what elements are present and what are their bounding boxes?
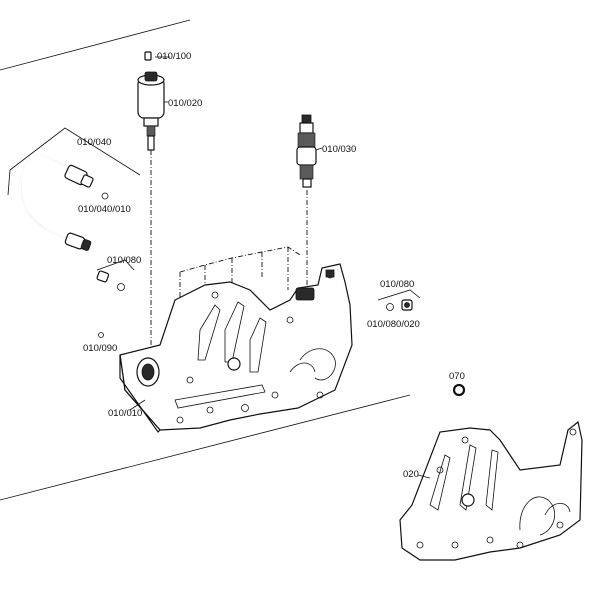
boundary-lines <box>0 19 411 501</box>
callout-010-100: 010/100 <box>157 51 192 62</box>
callout-010-040-010: 010/040/010 <box>78 204 131 215</box>
leader-lines <box>129 56 431 479</box>
callout-020: 020 <box>403 469 419 480</box>
plug-bracket-right <box>377 289 421 311</box>
callout-010-090: 010/090 <box>83 343 118 354</box>
callout-010-030: 010/030 <box>322 144 357 155</box>
harness-group-bracket <box>7 127 141 196</box>
valve-housing <box>119 263 353 433</box>
callout-010-080-020: 010/080/020 <box>367 319 420 330</box>
o-ring <box>452 383 466 397</box>
callout-010-080-left: 010/080 <box>107 255 142 266</box>
gasket <box>399 420 583 561</box>
pressure-sensor <box>137 51 165 151</box>
callout-070: 070 <box>449 371 465 382</box>
alignment-lines <box>150 150 308 360</box>
wiring-harness <box>20 154 109 251</box>
callout-010-040: 010/040 <box>77 137 112 148</box>
callout-010-020: 010/020 <box>168 98 203 109</box>
callout-010-010: 010/010 <box>108 408 143 419</box>
plug-bracket-left <box>96 259 135 338</box>
solenoid-valve <box>296 114 317 188</box>
callout-010-080-right: 010/080 <box>380 279 415 290</box>
